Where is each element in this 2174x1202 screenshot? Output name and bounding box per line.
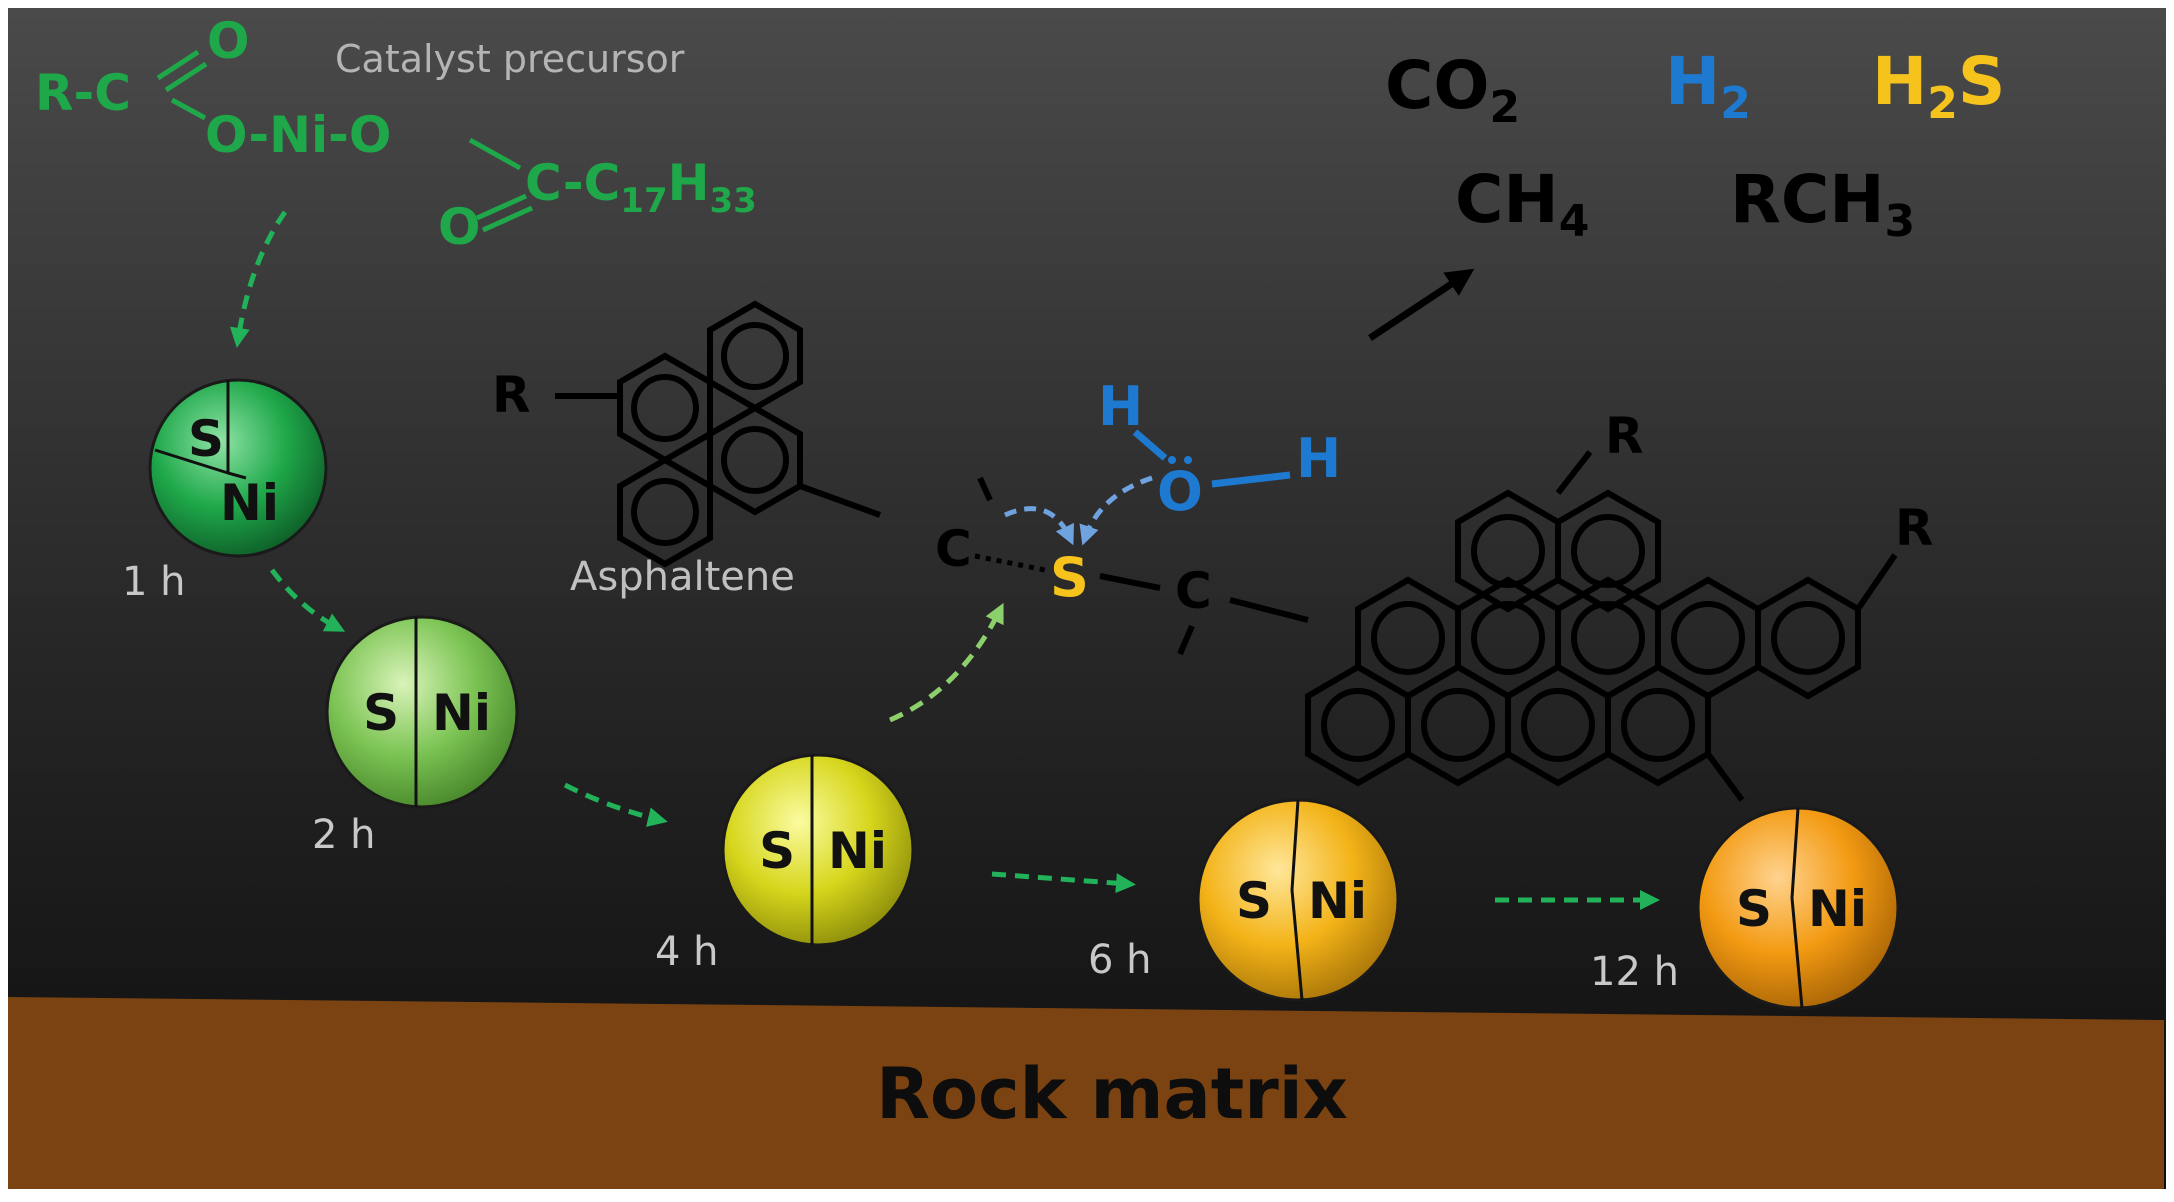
arrow-2h-to-4h — [563, 782, 668, 827]
particle-3: S Ni 4 h — [655, 753, 915, 975]
precursor-o-top: O — [207, 12, 250, 70]
particle-sphere — [325, 615, 519, 809]
particle-4: S Ni 6 h — [1088, 798, 1400, 1002]
rock-matrix-band — [8, 997, 2164, 1189]
catalyst-precursor: Catalyst precursor R-C O O-Ni-O O C-C17H… — [35, 12, 757, 256]
bond-s-c — [1099, 573, 1161, 591]
bond-h-o — [1132, 429, 1168, 461]
water-h-right: H — [1296, 427, 1341, 490]
product-h2: H2 — [1665, 43, 1751, 129]
particle-2: S Ni 2 h — [312, 615, 519, 858]
h2-sub: 2 — [1720, 78, 1751, 129]
precursor-bond-c-o — [170, 97, 207, 121]
product-h2s: H2S — [1872, 43, 2005, 129]
precursor-bond-co-double-2 — [164, 61, 208, 93]
particle-time-label: 4 h — [655, 929, 719, 975]
bond-c-s-dotted — [974, 553, 1046, 573]
particle-time-label: 1 h — [122, 559, 186, 605]
alkyl-c-subscript: 17 — [620, 181, 667, 221]
carbon-left: C — [935, 520, 972, 578]
alkyl-h: H — [668, 154, 710, 212]
precursor-bond-o-c — [468, 137, 522, 171]
h2s-sub: 2 — [1927, 78, 1958, 129]
asphaltene-polycyclic — [1229, 450, 1898, 802]
ch4-base: CH — [1455, 161, 1559, 238]
particle-1: S Ni 1 h — [122, 378, 328, 605]
h2s-tail: S — [1958, 43, 2006, 120]
precursor-bond-co-double-1 — [156, 49, 200, 81]
particle-divider — [154, 380, 247, 480]
co2-base: CO — [1385, 47, 1490, 124]
precursor-alkyl-chain: C-C17H33 — [525, 154, 757, 221]
product-rch3: RCH3 — [1730, 161, 1915, 247]
alkyl-c: C-C — [525, 154, 620, 212]
arrow-precursor-to-particle — [229, 210, 288, 348]
particle-time-label: 6 h — [1088, 937, 1152, 983]
precursor-bond-oc-double-1 — [475, 193, 528, 221]
rch3-base: RCH — [1730, 161, 1885, 238]
arrow-1h-to-2h — [269, 568, 346, 632]
asphaltene-pyrene — [555, 300, 993, 568]
particle-sphere — [148, 378, 328, 558]
particle-s-label: S — [188, 410, 224, 468]
r-left: R — [492, 366, 531, 424]
particle-divider — [1290, 799, 1304, 1001]
products: CO2 H2 H2S CH4 RCH3 — [1385, 43, 2005, 247]
h2-base: H — [1665, 43, 1720, 120]
particle-time-label: 2 h — [312, 812, 376, 858]
particle-ni-label: Ni — [432, 684, 491, 742]
water-h-top: H — [1098, 375, 1143, 438]
asphaltene-label: Asphaltene — [570, 554, 795, 600]
lone-pair-dot-2 — [1184, 456, 1192, 464]
particle-sphere — [721, 753, 915, 947]
particle-ni-label: Ni — [220, 474, 279, 532]
particle-time-label: 12 h — [1590, 949, 1679, 995]
particle-s-label: S — [1236, 872, 1272, 930]
arrow-water-to-s — [1079, 475, 1153, 546]
sulfur-atom: S — [1050, 546, 1089, 609]
co2-sub: 2 — [1490, 82, 1521, 133]
precursor-caption: Catalyst precursor — [335, 37, 685, 81]
precursor-r-carbonyl: R-C — [35, 64, 131, 122]
lone-pair-dot-1 — [1168, 456, 1176, 464]
h2s-base: H — [1872, 43, 1927, 120]
bond-c-methyl-down — [1177, 624, 1195, 656]
ch4-sub: 4 — [1559, 196, 1590, 247]
rock-matrix-label: Rock matrix — [876, 1053, 1348, 1135]
arrow-particle-to-sulfur — [889, 602, 1004, 723]
arrow-c-to-s — [1003, 506, 1074, 546]
rch3-sub: 3 — [1885, 196, 1916, 247]
product-co2: CO2 — [1385, 47, 1520, 133]
r-right: R — [1895, 499, 1934, 557]
bond-o-h — [1211, 471, 1291, 488]
particle-series: S Ni 1 h S Ni 2 h S Ni 4 h S Ni 6 h S Ni 12 h — [122, 378, 1900, 1010]
arrow-to-products — [1368, 268, 1475, 341]
precursor-nickel-chain: O-Ni-O — [205, 106, 391, 164]
particle-5: S Ni 12 h — [1590, 806, 1900, 1010]
particle-ni-label: Ni — [828, 822, 887, 880]
alkyl-h-subscript: 33 — [709, 181, 756, 221]
carbon-right: C — [1175, 562, 1212, 620]
particle-divider — [1790, 807, 1804, 1009]
water-molecule: H O H — [1098, 375, 1341, 523]
precursor-bond-oc-double-2 — [481, 205, 534, 233]
r-top: R — [1605, 407, 1644, 465]
particle-ni-label: Ni — [1308, 872, 1367, 930]
particle-s-label: S — [1736, 880, 1772, 938]
product-ch4: CH4 — [1455, 161, 1589, 247]
water-oxygen: O — [1157, 460, 1203, 523]
particle-ni-label: Ni — [1808, 880, 1867, 938]
particle-s-label: S — [759, 822, 795, 880]
particle-s-label: S — [363, 684, 399, 742]
precursor-o-bottom: O — [438, 198, 481, 256]
